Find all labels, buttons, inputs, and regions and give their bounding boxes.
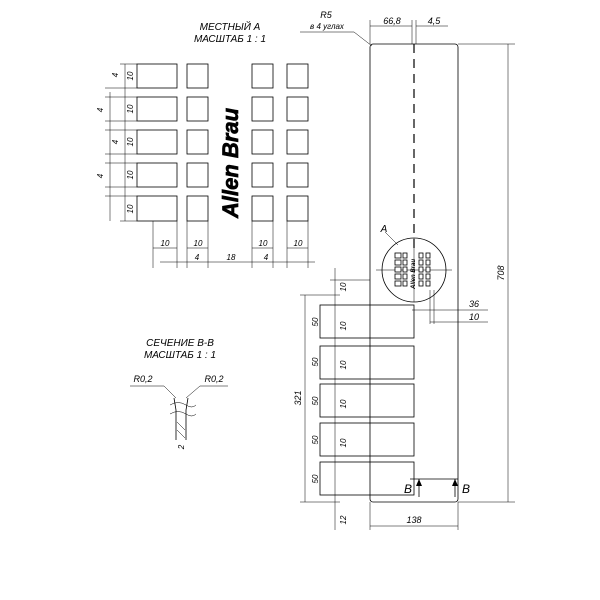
- dim-gap-4: 10: [339, 438, 348, 447]
- dim-cell-5: 10: [126, 204, 135, 213]
- dim-pocket-2: 50: [311, 357, 320, 366]
- pocket-stack: [319, 304, 415, 496]
- section-bb-title: СЕЧЕНИЕ В-В: [146, 338, 214, 349]
- pocket: [319, 304, 415, 339]
- dim-cell-1: 10: [126, 71, 135, 80]
- dim-cell-2: 10: [126, 104, 135, 113]
- dim-bottom-cell-1: 10: [161, 239, 170, 248]
- detail-a-title: МЕСТНЫЙ А: [200, 20, 261, 33]
- detail-a-logo: Allen Brau: [218, 107, 243, 219]
- callout-a-label: A: [380, 224, 388, 235]
- dim-overall-height: 708: [496, 265, 506, 280]
- dim-pocket-total: 321: [293, 390, 303, 405]
- detail-a: МЕСТНЫЙ А МАСШТАБ 1 : 1 Al: [96, 20, 315, 268]
- dim-top-offset: 66,8: [383, 16, 401, 26]
- dim-cell-3: 10: [126, 137, 135, 146]
- dim-pocket-5: 50: [311, 474, 320, 483]
- section-bb-scale: МАСШТАБ 1 : 1: [144, 350, 216, 361]
- detail-a-left-dims: 4 10 4 10 4 10 4 10 10: [96, 63, 137, 222]
- section-bb-radius-left: R0,2: [133, 374, 152, 384]
- dim-bottom-margin: 12: [339, 515, 348, 524]
- callout-a: Allen Brau A: [376, 224, 452, 303]
- dim-slot-width: 4,5: [428, 16, 442, 26]
- dim-gap-1: 10: [339, 321, 348, 330]
- dim-overall-width: 138: [406, 515, 421, 525]
- section-bb-radius-right: R0,2: [204, 374, 223, 384]
- dim-cell-4: 10: [126, 170, 135, 179]
- dim-row-gap-3: 4: [111, 139, 120, 144]
- dim-top-gap: 10: [339, 282, 348, 291]
- section-label-left: B: [404, 482, 412, 496]
- pocket: [319, 383, 415, 418]
- callout-a-logo: Allen Brau: [411, 259, 417, 290]
- dim-bottom-cell-3: 10: [259, 239, 268, 248]
- pocket: [319, 461, 415, 496]
- dim-grid-offset: 36: [469, 299, 479, 309]
- section-bb-thickness: 2: [177, 444, 186, 450]
- dim-row-gap-1: 4: [111, 72, 120, 77]
- dim-gap-2: 10: [339, 360, 348, 369]
- dim-pocket-4: 50: [311, 435, 320, 444]
- dim-bottom-gap-right: 4: [264, 253, 269, 262]
- callout-a-grid: [394, 252, 431, 287]
- section-label-right: B: [462, 482, 470, 496]
- detail-a-grid: [136, 63, 309, 222]
- pocket: [319, 345, 415, 380]
- dim-gap-3: 10: [339, 399, 348, 408]
- corner-radius: R5: [320, 10, 332, 20]
- dim-pocket-1: 50: [311, 317, 320, 326]
- dim-row-gap-4: 4: [96, 173, 105, 178]
- section-cut-markers: B B: [404, 478, 470, 497]
- section-bb: СЕЧЕНИЕ В-В МАСШТАБ 1 : 1 R0,2 R0,2 2: [130, 338, 228, 450]
- main-view: R5 в 4 углах 66,8 4,5 708 138: [293, 10, 515, 530]
- dim-row-gap-2: 4: [96, 107, 105, 112]
- detail-a-scale: МАСШТАБ 1 : 1: [194, 34, 266, 45]
- dim-bottom-gap-mid: 18: [227, 253, 236, 262]
- dim-bottom-gap-left: 4: [195, 253, 200, 262]
- corner-note: в 4 углах: [310, 22, 345, 31]
- grid-offset-dims: 36 10: [412, 290, 488, 324]
- dim-bottom-cell-4: 10: [294, 239, 303, 248]
- dim-grid-cell: 10: [469, 312, 479, 322]
- dim-pocket-3: 50: [311, 396, 320, 405]
- pocket: [319, 422, 415, 457]
- pocket-dims: 321 10 50 10 50 10 50 10 50 10 50 12: [293, 268, 370, 530]
- detail-a-bottom-dims: 10 10 10 10 4 18 4: [152, 221, 315, 268]
- dim-bottom-cell-2: 10: [194, 239, 203, 248]
